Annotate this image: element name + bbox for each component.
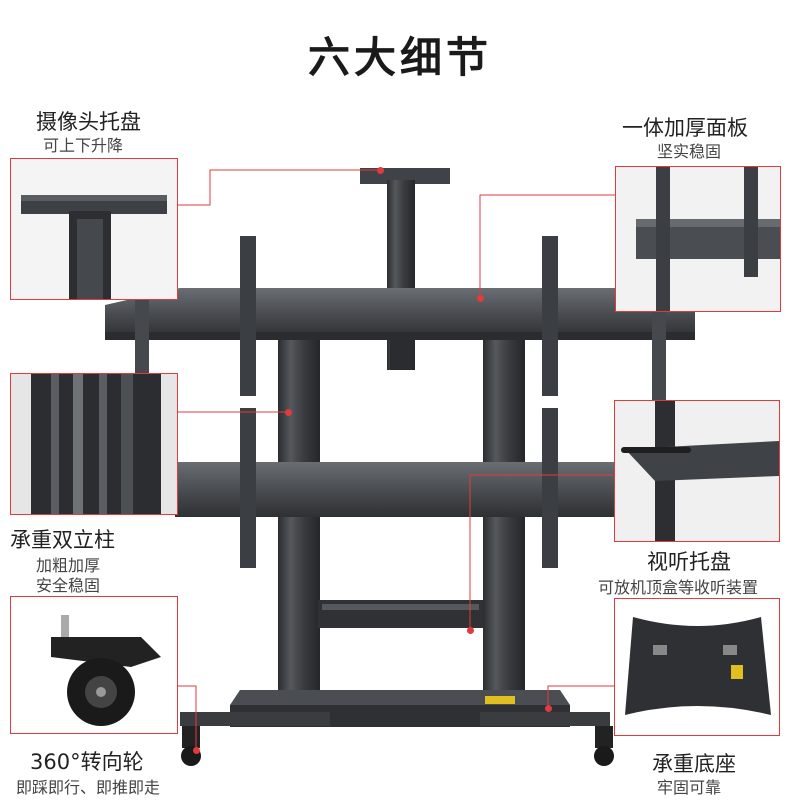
callout-dot-camera xyxy=(377,167,384,174)
detail-wheel-title: 360°转向轮 xyxy=(30,750,144,774)
callout-dot-wheel xyxy=(193,747,200,754)
detail-camera-tray-desc: 可上下升降 xyxy=(43,136,124,155)
callout-dot-column xyxy=(285,409,292,416)
detail-column-title: 承重双立柱 xyxy=(10,528,115,552)
detail-av-tray-title: 视听托盘 xyxy=(647,550,731,574)
inset-wheel xyxy=(10,596,178,734)
detail-camera-tray-title: 摄像头托盘 xyxy=(36,110,141,134)
inset-av-tray xyxy=(614,400,780,542)
callout-dot-panel xyxy=(477,295,484,302)
detail-base-desc: 牢固可靠 xyxy=(657,778,722,797)
inset-column xyxy=(10,373,178,515)
detail-column-desc: 加粗加厚 xyxy=(36,556,101,575)
detail-av-tray-desc: 可放机顶盒等收听装置 xyxy=(598,578,759,597)
detail-base-title: 承重底座 xyxy=(652,752,736,776)
detail-column-desc: 安全稳固 xyxy=(36,576,101,595)
callout-dot-base xyxy=(545,705,552,712)
inset-camera-tray xyxy=(10,158,178,300)
detail-wheel-desc: 即踩即行、即推即走 xyxy=(16,778,161,797)
detail-panel-title: 一体加厚面板 xyxy=(622,116,748,140)
page-title: 六大细节 xyxy=(307,33,492,82)
inset-base xyxy=(614,598,780,736)
inset-panel xyxy=(615,166,781,312)
callout-dot-av-shelf xyxy=(467,627,474,634)
detail-panel-desc: 坚实稳固 xyxy=(657,142,722,161)
tv-stand-illustration xyxy=(105,168,695,766)
